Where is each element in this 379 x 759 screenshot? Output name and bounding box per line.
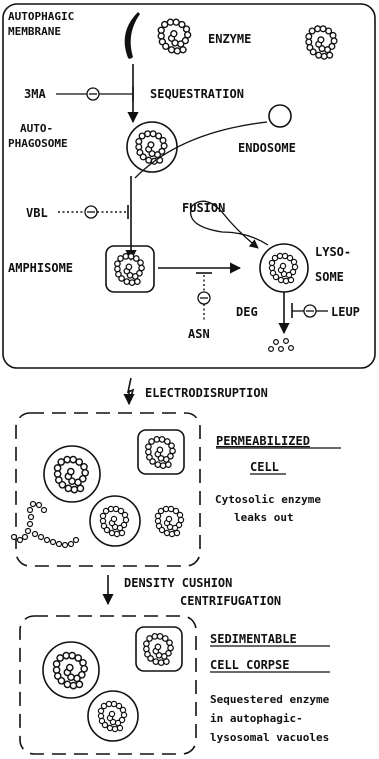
- amphisome-enzyme: [114, 253, 145, 287]
- sequestration-label: SEQUESTRATION: [150, 87, 244, 101]
- autophagic-membrane-label: AUTOPHAGIC: [8, 10, 74, 23]
- leak-text: Cytosolic enzyme: [215, 493, 321, 506]
- permeabilized-autophagosome: [43, 445, 101, 503]
- leup-label: LEUP: [331, 305, 360, 319]
- permeabilized-lysosome-enzyme: [99, 505, 130, 538]
- electrodisruption-label: ELECTRODISRUPTION: [145, 386, 268, 400]
- degradation-products: [268, 338, 295, 353]
- corpse-amphisome: [135, 626, 183, 672]
- density-cushion-label: DENSITY CUSHION: [124, 576, 232, 590]
- permeabilized-autophagosome-membrane: [24, 444, 54, 504]
- cell-corpse-boundary: [19, 615, 197, 755]
- enzyme-in-membrane: [157, 18, 192, 55]
- corpse-amphisome-enzyme: [143, 633, 174, 667]
- amphisome-label: AMPHISOME: [8, 261, 73, 275]
- lysosome-label: LYSO-: [315, 245, 351, 259]
- corpse-autophagosome: [42, 641, 100, 699]
- autophagosome-enzyme: [135, 130, 168, 165]
- permeabilized-lysosome: [89, 495, 141, 547]
- permeabilized-amphisome-enzyme: [145, 436, 176, 470]
- endosome-fusion-curve: [134, 121, 268, 179]
- permeabilized-autophagosome-enzyme: [53, 455, 90, 494]
- permeabilized-amphisome: [137, 429, 185, 475]
- leak-text-2: leaks out: [234, 511, 294, 524]
- sequestered-text-2: in autophagic-: [210, 712, 303, 725]
- fusion-label: FUSION: [182, 201, 225, 215]
- enzyme-label: ENZYME: [208, 32, 251, 46]
- vbl-label: VBL: [26, 206, 48, 220]
- sedimentable-title-2: CELL CORPSE: [210, 658, 289, 672]
- permeabilized-cell-title-2: CELL: [250, 460, 279, 474]
- amphisome: [105, 245, 155, 293]
- permeabilized-cell-boundary: [15, 412, 201, 567]
- asn-label: ASN: [188, 327, 210, 341]
- endosome-label: ENDOSOME: [238, 141, 296, 155]
- autophagosome-label-2: PHAGOSOME: [8, 137, 68, 150]
- autophagosome-membrane: [103, 120, 130, 174]
- autophagosome-label: AUTO-: [20, 122, 53, 135]
- corpse-lysosome-enzyme: [97, 700, 128, 733]
- 3ma-label: 3MA: [24, 87, 46, 101]
- corpse-autophagosome-membrane: [22, 640, 53, 700]
- sedimentable-title: SEDIMENTABLE: [210, 632, 297, 646]
- recycling-loop: [190, 200, 269, 249]
- degradation-label: DEG: [236, 305, 258, 319]
- autophagic-membrane-label-2: MEMBRANE: [8, 25, 61, 38]
- centrifugation-label: CENTRIFUGATION: [180, 594, 281, 608]
- corpse-lysosome: [87, 690, 139, 742]
- leaked-enzyme: [154, 505, 185, 538]
- leaked-enzyme-chain: [10, 500, 80, 549]
- autophagic-membrane-shape: [124, 12, 140, 59]
- permeabilized-cell-title: PERMEABILIZED: [216, 434, 310, 448]
- sequestered-text: Sequestered enzyme: [210, 693, 330, 706]
- lysosome-enzyme: [268, 252, 299, 285]
- cell-boundary: [2, 3, 376, 369]
- lysosome-label-2: SOME: [315, 270, 344, 284]
- free-enzyme: [305, 25, 338, 60]
- endosome: [268, 104, 292, 128]
- corpse-autophagosome-enzyme: [52, 651, 89, 690]
- sequestered-text-3: lysosomal vacuoles: [210, 731, 329, 744]
